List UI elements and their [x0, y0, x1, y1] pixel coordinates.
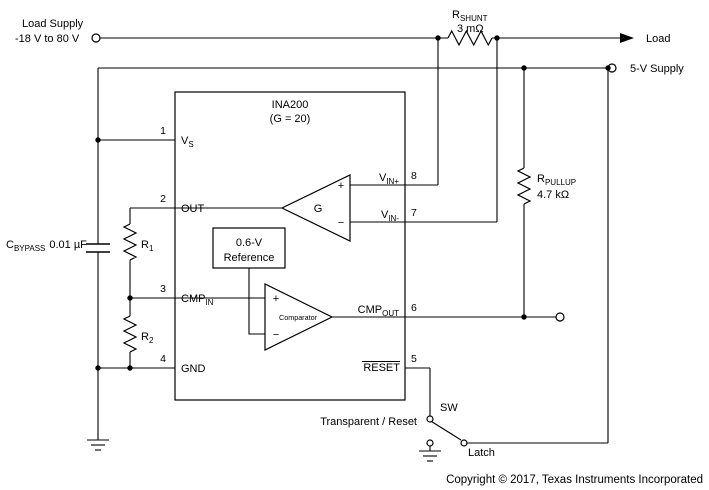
junction-dot	[521, 314, 527, 320]
amp-gain-label: G	[314, 203, 323, 215]
r2-symbol	[122, 315, 138, 353]
switch-reset-position-label: Transparent / Reset	[320, 416, 417, 428]
copyright-text: Copyright © 2017, Texas Instruments Inco…	[446, 474, 703, 486]
pin-4-number: 4	[160, 353, 166, 365]
load-supply-rail: Load Supply -18 V to 80 V Load	[15, 18, 670, 45]
comparator: + − Comparator	[264, 283, 334, 351]
ground-symbol-left	[87, 439, 109, 451]
load-arrow-icon	[620, 33, 634, 43]
pin-cmpin-label: CMPIN	[181, 293, 214, 307]
resistor-r-shunt: RSHUNT 3 mΩ	[447, 9, 493, 47]
comparator-plus-input: +	[273, 293, 279, 305]
pin-2-number: 2	[160, 193, 166, 205]
pin-reset-label: RESET	[363, 362, 400, 374]
r-pullup-symbol	[516, 167, 532, 205]
ic-ina200: INA200 (G = 20) 1 2 3 4 8 7 6 5 VS OUT C…	[98, 38, 556, 401]
switch-reset-contact	[426, 439, 434, 447]
r-shunt-value-label: 3 mΩ	[457, 23, 484, 35]
amp-minus-input: −	[338, 217, 344, 229]
r-shunt-symbol	[447, 29, 493, 47]
pin-cmpout-label: CMPOUT	[358, 304, 399, 318]
r1-label: R1	[141, 239, 154, 253]
r1-symbol	[122, 223, 138, 261]
reset-switch: SW Transparent / Reset Latch	[320, 68, 609, 462]
pin-6-number: 6	[411, 302, 417, 314]
r-shunt-ref-label: RSHUNT	[452, 9, 488, 23]
r2-label: R2	[141, 331, 154, 345]
switch-name-label: SW	[440, 402, 458, 414]
pin-5-number: 5	[411, 353, 417, 365]
switch-pole-contact	[426, 415, 434, 423]
ground-symbol-switch	[419, 450, 441, 462]
pin-gnd-label: GND	[181, 363, 206, 375]
supply-5v-rail: 5-V Supply	[98, 63, 684, 75]
pin-out-label: OUT	[181, 203, 205, 215]
comparator-minus-input: −	[273, 329, 279, 341]
supply-5v-label: 5-V Supply	[630, 63, 684, 75]
ic-outline	[174, 91, 406, 401]
reference-box	[212, 227, 286, 269]
amp-plus-input: +	[338, 180, 344, 192]
feedback-divider: R1 R2	[122, 208, 154, 371]
ic-gain-label: (G = 20)	[270, 113, 311, 125]
resistor-r-pullup: RPULLUP 4.7 kΩ	[516, 68, 576, 322]
pin-7-number: 7	[411, 207, 417, 219]
cmp-out-terminal-icon	[555, 312, 565, 322]
reference-name-label: Reference	[224, 252, 275, 264]
pin-3-number: 3	[160, 283, 166, 295]
pin-1-number: 1	[160, 125, 166, 137]
load-label: Load	[646, 33, 670, 45]
switch-latch-position-label: Latch	[468, 447, 495, 459]
pin-vs-label: VS	[181, 135, 194, 149]
pin-8-number: 8	[411, 170, 417, 182]
switch-latch-contact	[460, 439, 468, 447]
load-supply-label: Load Supply	[22, 18, 84, 30]
reference-value-label: 0.6-V	[236, 237, 263, 249]
r-pullup-value-label: 4.7 kΩ	[537, 189, 569, 201]
comparator-triangle	[264, 283, 334, 351]
load-supply-range-label: -18 V to 80 V	[15, 33, 80, 45]
load-supply-terminal-icon	[91, 33, 101, 43]
pin-vinminus-label: VIN-	[381, 209, 399, 223]
comparator-label: Comparator	[279, 313, 318, 322]
r-pullup-ref-label: RPULLUP	[537, 173, 576, 187]
gain-amplifier: + − G	[280, 174, 351, 242]
switch-lever	[431, 421, 462, 441]
ic-title: INA200	[272, 99, 309, 111]
amp-triangle	[280, 174, 351, 242]
voltage-reference: 0.6-V Reference	[212, 227, 286, 335]
pin-vinplus-label: VIN+	[379, 172, 399, 186]
